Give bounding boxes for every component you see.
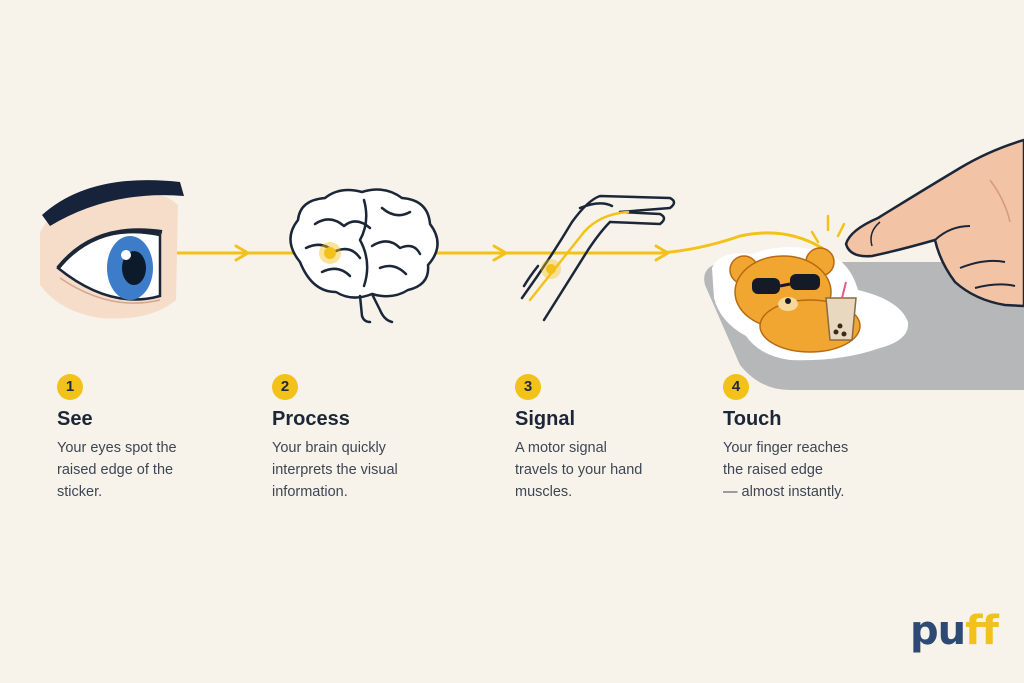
step-description-line: muscles. bbox=[515, 484, 573, 500]
step-number: 1 bbox=[57, 374, 83, 400]
step-description: Your brain quickly interprets the visual… bbox=[272, 437, 472, 503]
hand-signal-icon bbox=[520, 194, 676, 322]
touch-sparkle bbox=[810, 214, 846, 244]
step-description-line: travels to your hand bbox=[515, 462, 643, 478]
step-description-line: raised edge of the bbox=[57, 462, 174, 478]
arrowhead-2 bbox=[492, 244, 508, 262]
step-description-line: Your brain quickly bbox=[272, 440, 386, 456]
step-signal: 3 Signal A motor signal travels to your … bbox=[515, 374, 715, 503]
step-description-line: the raised edge bbox=[723, 462, 823, 478]
step-touch: 4 Touch Your finger reaches the raised e… bbox=[723, 374, 923, 503]
step-description-line: — almost instantly. bbox=[723, 484, 845, 500]
bear-sticker-icon bbox=[712, 247, 909, 361]
step-title: Signal bbox=[515, 408, 576, 430]
arrowhead-1 bbox=[234, 244, 250, 262]
step-description-line: A motor signal bbox=[515, 440, 607, 456]
arrowhead-3 bbox=[654, 244, 670, 262]
step-number: 4 bbox=[723, 374, 749, 400]
step-title: Process bbox=[272, 408, 350, 430]
brain-dot bbox=[324, 247, 336, 259]
step-description-line: Your finger reaches bbox=[723, 440, 849, 456]
step-description-line: sticker. bbox=[57, 484, 103, 500]
logo-text-main: pu bbox=[910, 608, 966, 654]
step-number: 2 bbox=[272, 374, 298, 400]
step-description-line: Your eyes spot the bbox=[57, 440, 177, 456]
step-number: 3 bbox=[515, 374, 541, 400]
step-description-line: information. bbox=[272, 484, 348, 500]
step-description: Your finger reaches the raised edge — al… bbox=[723, 437, 923, 503]
step-see: 1 See Your eyes spot the raised edge of … bbox=[57, 374, 257, 503]
signal-flow-line bbox=[170, 231, 824, 255]
eye-icon bbox=[40, 180, 184, 319]
brain-icon bbox=[289, 188, 439, 324]
step-process: 2 Process Your brain quickly interprets … bbox=[272, 374, 472, 503]
finger-touch-icon bbox=[844, 138, 1024, 308]
logo-text-accent: ff bbox=[965, 608, 999, 654]
step-description: A motor signal travels to your hand musc… bbox=[515, 437, 715, 503]
puff-logo: puff bbox=[910, 608, 999, 654]
hand-dot bbox=[546, 264, 556, 274]
step-title: See bbox=[57, 408, 93, 430]
step-description: Your eyes spot the raised edge of the st… bbox=[57, 437, 257, 503]
step-description-line: interprets the visual bbox=[272, 462, 398, 478]
step-title: Touch bbox=[723, 408, 782, 430]
hand-signal-path bbox=[528, 210, 630, 302]
